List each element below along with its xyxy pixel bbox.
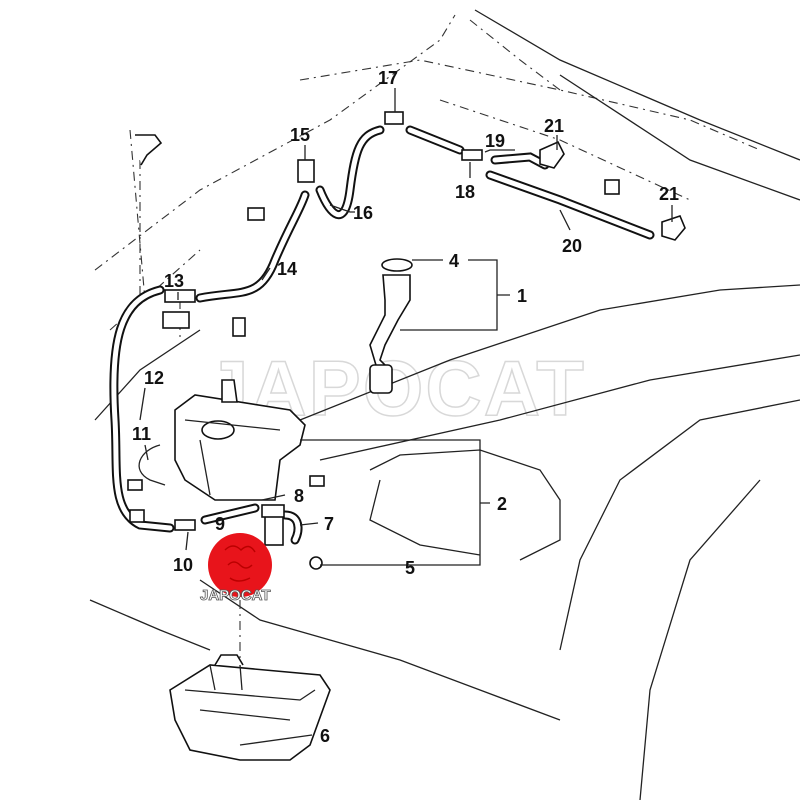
filler-neck-bottom (369, 364, 393, 394)
small-parts (127, 111, 686, 761)
label-18: 18 (455, 182, 475, 202)
washer-pump-9 (264, 514, 284, 546)
label-14: 14 (277, 259, 297, 279)
clip-8b (309, 475, 325, 487)
clip-2 (247, 207, 265, 221)
hoses (109, 125, 655, 545)
label-4: 4 (449, 251, 459, 271)
nozzle-21b (661, 215, 686, 241)
callout-labels: 17 15 19 21 21 18 16 20 4 1 13 14 12 11 … (132, 68, 679, 746)
joint-10 (174, 519, 196, 531)
label-10: 10 (173, 555, 193, 575)
filler-cap-4 (381, 258, 413, 272)
label-8: 8 (294, 486, 304, 506)
label-9: 9 (215, 514, 225, 534)
japocat-logo: JAPOCAT (200, 533, 272, 604)
label-13: 13 (164, 271, 184, 291)
leader-lines (139, 88, 673, 746)
label-12: 12 (144, 368, 164, 388)
label-2: 2 (497, 494, 507, 514)
label-5: 5 (405, 558, 415, 578)
clip-3 (232, 317, 246, 337)
label-15: 15 (290, 125, 310, 145)
washer-tank-2 (174, 394, 306, 501)
label-21b: 21 (659, 184, 679, 204)
jar-cover-6 (169, 664, 331, 761)
bracket-13 (162, 311, 190, 329)
label-7: 7 (324, 514, 334, 534)
label-1: 1 (517, 286, 527, 306)
clip (604, 179, 620, 195)
check-valve-13 (164, 289, 196, 303)
grommet-5 (309, 556, 323, 570)
label-20: 20 (562, 236, 582, 256)
logo-text: JAPOCAT (200, 587, 271, 604)
label-11: 11 (132, 424, 151, 444)
label-17: 17 (378, 68, 398, 88)
nozzle-21a (539, 140, 565, 169)
label-21a: 21 (544, 116, 564, 136)
label-16: 16 (353, 203, 373, 223)
t-joint-17 (384, 111, 404, 125)
label-6: 6 (320, 726, 330, 746)
label-19: 19 (485, 131, 505, 151)
check-valve-18 (461, 149, 483, 161)
joint-15 (297, 159, 315, 183)
bracket (135, 134, 163, 166)
